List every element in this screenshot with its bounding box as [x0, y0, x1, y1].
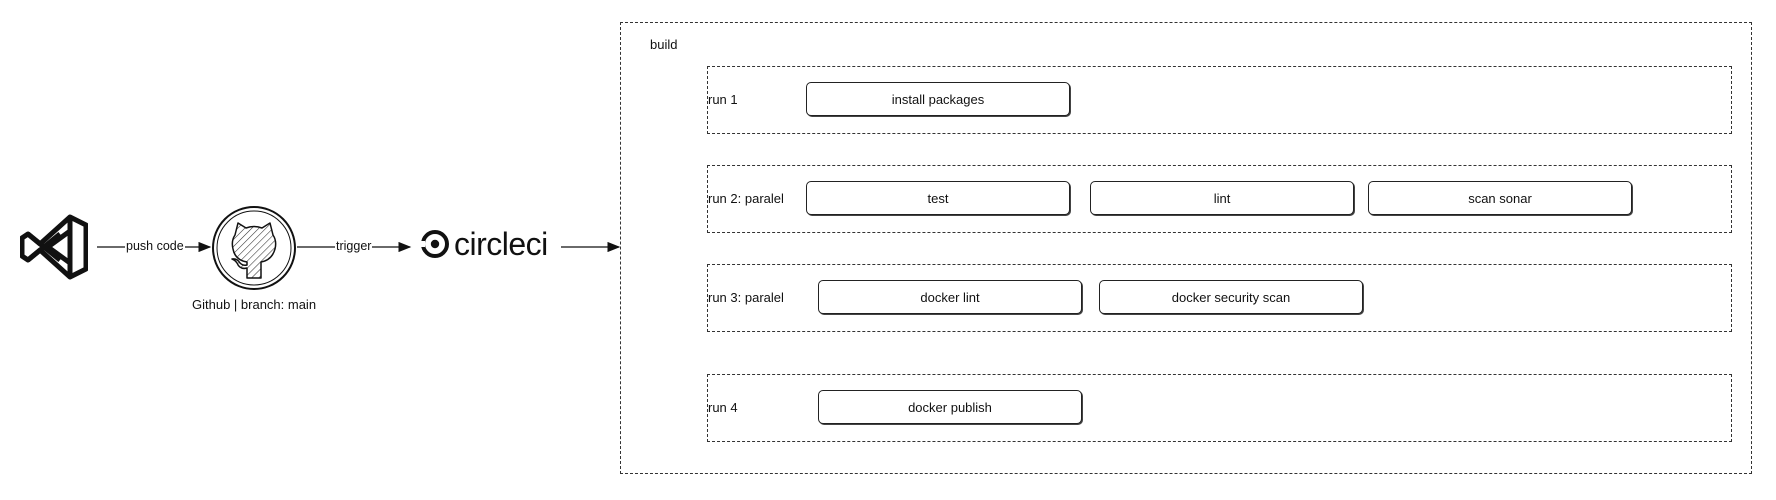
job-install-packages[interactable]: install packages [806, 82, 1070, 116]
github-label: Github | branch: main [192, 297, 317, 312]
run-4-container [707, 374, 1732, 442]
job-docker-publish[interactable]: docker publish [818, 390, 1082, 424]
build-container [620, 22, 1752, 474]
github-icon [212, 206, 296, 290]
circleci-logo: circleci [420, 226, 548, 262]
run-3-label: run 3: paralel [708, 290, 784, 305]
build-title: build [650, 37, 678, 52]
job-docker-lint[interactable]: docker lint [818, 280, 1082, 314]
run-1-container [707, 66, 1732, 134]
vscode-icon [20, 214, 88, 280]
run-1-label: run 1 [708, 92, 738, 107]
job-test[interactable]: test [806, 181, 1070, 215]
run-4-label: run 4 [708, 400, 738, 415]
job-scan-sonar[interactable]: scan sonar [1368, 181, 1632, 215]
job-lint[interactable]: lint [1090, 181, 1354, 215]
push-code-label: push code [125, 239, 185, 253]
job-docker-security-scan[interactable]: docker security scan [1099, 280, 1363, 314]
trigger-label: trigger [335, 239, 373, 253]
run-3-container [707, 264, 1732, 332]
circleci-wordmark: circleci [454, 226, 548, 262]
run-2-container [707, 165, 1732, 233]
run-2-label: run 2: paralel [708, 191, 784, 206]
circleci-icon [420, 230, 449, 258]
